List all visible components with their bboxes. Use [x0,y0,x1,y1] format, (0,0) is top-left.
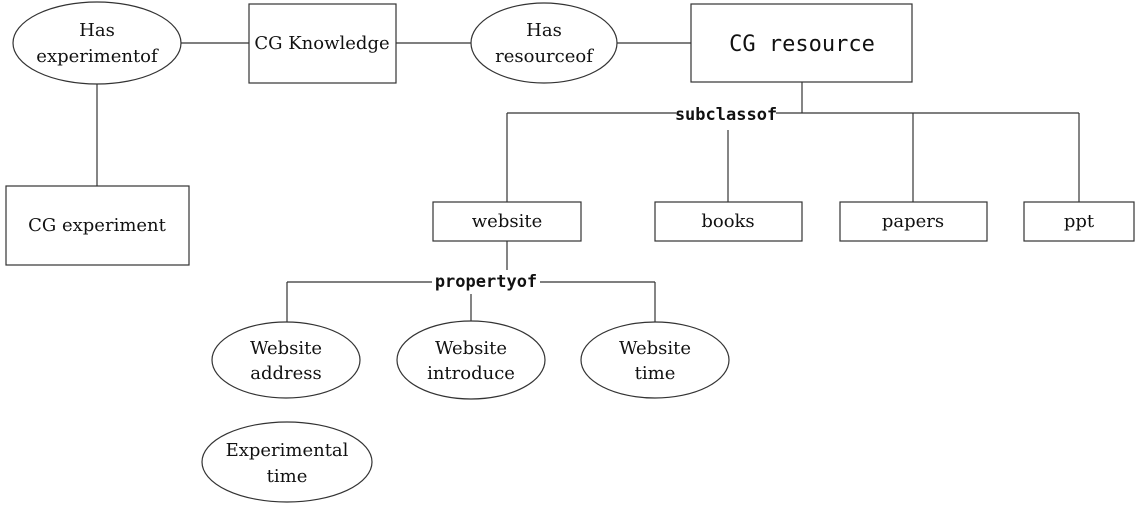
website-address-ellipse [211,321,361,399]
cg-resource-label: CG resource [729,32,875,57]
books-label: books [701,211,754,232]
has-resourceof-ellipse [470,2,618,84]
papers-box [839,201,988,242]
has-experimentof-node: Has experimentof [12,1,182,85]
website-address-node: Website address [211,321,361,399]
experimental-time-node: Experimental time [201,421,373,503]
website-address-line2: address [250,363,322,384]
papers-node: papers [839,201,988,242]
propertyof-label: propertyof [435,272,537,292]
books-node: books [654,201,803,242]
cg-experiment-box [5,185,190,266]
ppt-label: ppt [1064,211,1095,232]
experimental-time-line2: time [267,466,308,487]
experimental-time-line1: Experimental [226,440,349,461]
website-time-line1: Website [619,338,691,359]
website-box [432,201,582,242]
edges [96,42,1080,324]
cg-resource-box [690,3,913,83]
experimental-time-ellipse [201,421,373,503]
has-experimentof-line2: experimentof [36,46,159,67]
books-box [654,201,803,242]
website-node: website [432,201,582,242]
ppt-node: ppt [1023,201,1135,242]
cg-knowledge-label: CG Knowledge [254,33,389,54]
cg-experiment-node: CG experiment [5,185,190,266]
cg-knowledge-box [248,3,397,84]
has-resourceof-line2: resourceof [495,46,594,67]
website-introduce-ellipse [396,320,546,400]
cg-resource-node: CG resource [690,3,913,83]
website-time-node: Website time [580,321,730,399]
website-time-ellipse [580,321,730,399]
website-label: website [472,211,542,232]
website-time-line2: time [635,363,676,384]
has-experimentof-ellipse [12,1,182,85]
website-introduce-line2: introduce [427,363,515,384]
website-introduce-line1: Website [435,338,507,359]
cg-experiment-label: CG experiment [28,215,167,236]
website-introduce-node: Website introduce [396,320,546,400]
has-resourceof-line1: Has [526,20,562,41]
cg-knowledge-node: CG Knowledge [248,3,397,84]
has-experimentof-line1: Has [79,20,115,41]
ppt-box [1023,201,1135,242]
website-address-line1: Website [250,338,322,359]
subclassof-label: subclassof [675,105,777,125]
has-resourceof-node: Has resourceof [470,2,618,84]
papers-label: papers [882,211,944,232]
